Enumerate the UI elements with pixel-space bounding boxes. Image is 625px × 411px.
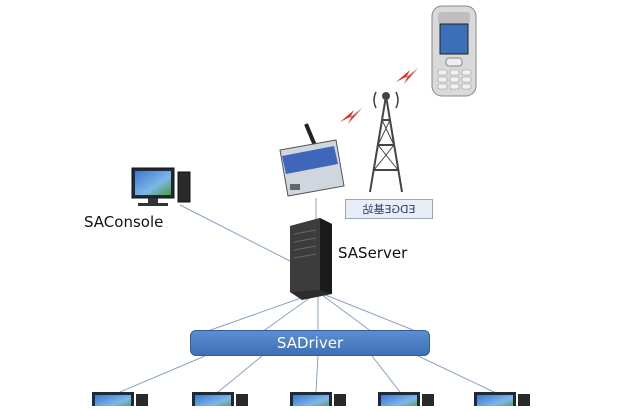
sadriver-bar: SADriver (190, 330, 430, 356)
signal-bolt-icons (340, 68, 418, 124)
client-computer-icon (378, 392, 434, 410)
line-driver-client-5 (417, 355, 495, 393)
sadriver-label: SADriver (276, 334, 344, 352)
server-tower-icon (290, 218, 332, 300)
line-driver-client-1 (119, 355, 206, 393)
line-server-driver-1 (204, 291, 319, 333)
edge-base-station-label: EDGE基站 (345, 199, 433, 219)
edge-tower-icon (369, 91, 403, 193)
line-server-driver-4 (317, 291, 373, 333)
line-server-driver-5 (317, 291, 419, 333)
line-driver-client-3 (315, 355, 319, 393)
line-driver-client-2 (217, 355, 263, 393)
mobile-phone-icon (431, 5, 477, 97)
console-computer-icon (131, 167, 191, 206)
connection-lines (119, 198, 495, 393)
client-computer-icon (92, 392, 148, 410)
saserver-label: SAServer (338, 244, 408, 262)
saconsole-label: SAConsole (84, 213, 164, 231)
line-console-server (179, 204, 293, 263)
client-computer-icon (192, 392, 248, 410)
signal-bolt-upper (396, 68, 418, 84)
signal-bolt-lower (340, 108, 362, 124)
line-driver-client-4 (371, 355, 401, 393)
client-computer-icon (290, 392, 346, 410)
gsm-modem-icon (279, 123, 345, 197)
client-computer-icon (474, 392, 530, 410)
client-computers (92, 392, 530, 410)
